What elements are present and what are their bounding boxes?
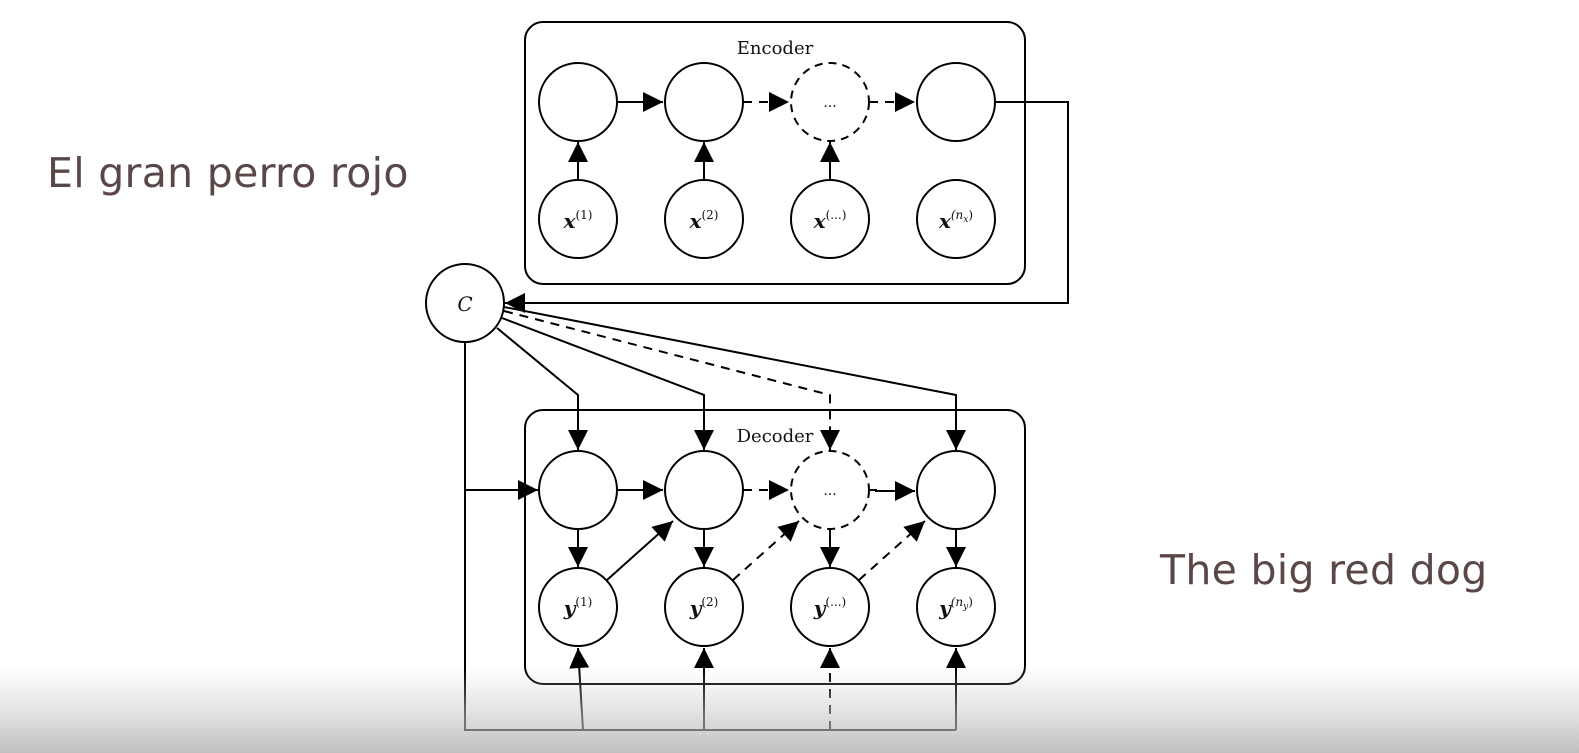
input-node-n bbox=[916, 179, 996, 259]
input-label-1: x(1) bbox=[563, 208, 593, 233]
encoder-ellipsis: ... bbox=[823, 95, 836, 111]
decoder-hidden-1 bbox=[538, 450, 618, 530]
input-label-ellipsis: x(...) bbox=[813, 208, 847, 233]
decoder-hidden-2 bbox=[664, 450, 744, 530]
encoder-hidden-1 bbox=[538, 62, 618, 142]
output-node-1 bbox=[538, 567, 618, 647]
decoder-label: Decoder bbox=[737, 426, 814, 447]
encoder-label: Encoder bbox=[737, 38, 814, 59]
feedback-2-e bbox=[732, 520, 800, 581]
output-label-2: y(2) bbox=[689, 595, 719, 620]
decoder-ellipsis: ... bbox=[823, 483, 836, 499]
enc-to-context-arrow bbox=[505, 101, 1069, 313]
context-to-dec-n bbox=[503, 306, 966, 450]
context-label: C bbox=[457, 292, 472, 316]
context-to-dec-1 bbox=[496, 327, 588, 450]
feedback-e-n bbox=[858, 520, 926, 581]
output-node-n bbox=[916, 567, 996, 647]
bottom-shadow-overlay bbox=[0, 668, 1579, 753]
feedback-1-2 bbox=[606, 520, 674, 581]
source-sentence: El gran perro rojo bbox=[47, 149, 409, 197]
output-node-ellipsis bbox=[790, 567, 870, 647]
context-to-dec-2 bbox=[501, 317, 714, 450]
output-label-n: y(ny) bbox=[938, 595, 973, 620]
output-label-1: y(1) bbox=[563, 595, 593, 620]
output-node-2 bbox=[664, 567, 744, 647]
input-label-2: x(2) bbox=[689, 208, 719, 233]
context-to-dec-e bbox=[503, 310, 840, 450]
encoder-hidden-2 bbox=[664, 62, 744, 142]
input-label-n: x(nx) bbox=[938, 208, 973, 233]
encoder-box bbox=[524, 21, 1026, 285]
decoder-hidden-n bbox=[916, 450, 996, 530]
output-label-ellipsis: y(...) bbox=[813, 595, 846, 620]
target-sentence: The big red dog bbox=[1160, 546, 1488, 594]
dec-arrow-e-n bbox=[869, 481, 915, 501]
encoder-hidden-n bbox=[916, 62, 996, 142]
